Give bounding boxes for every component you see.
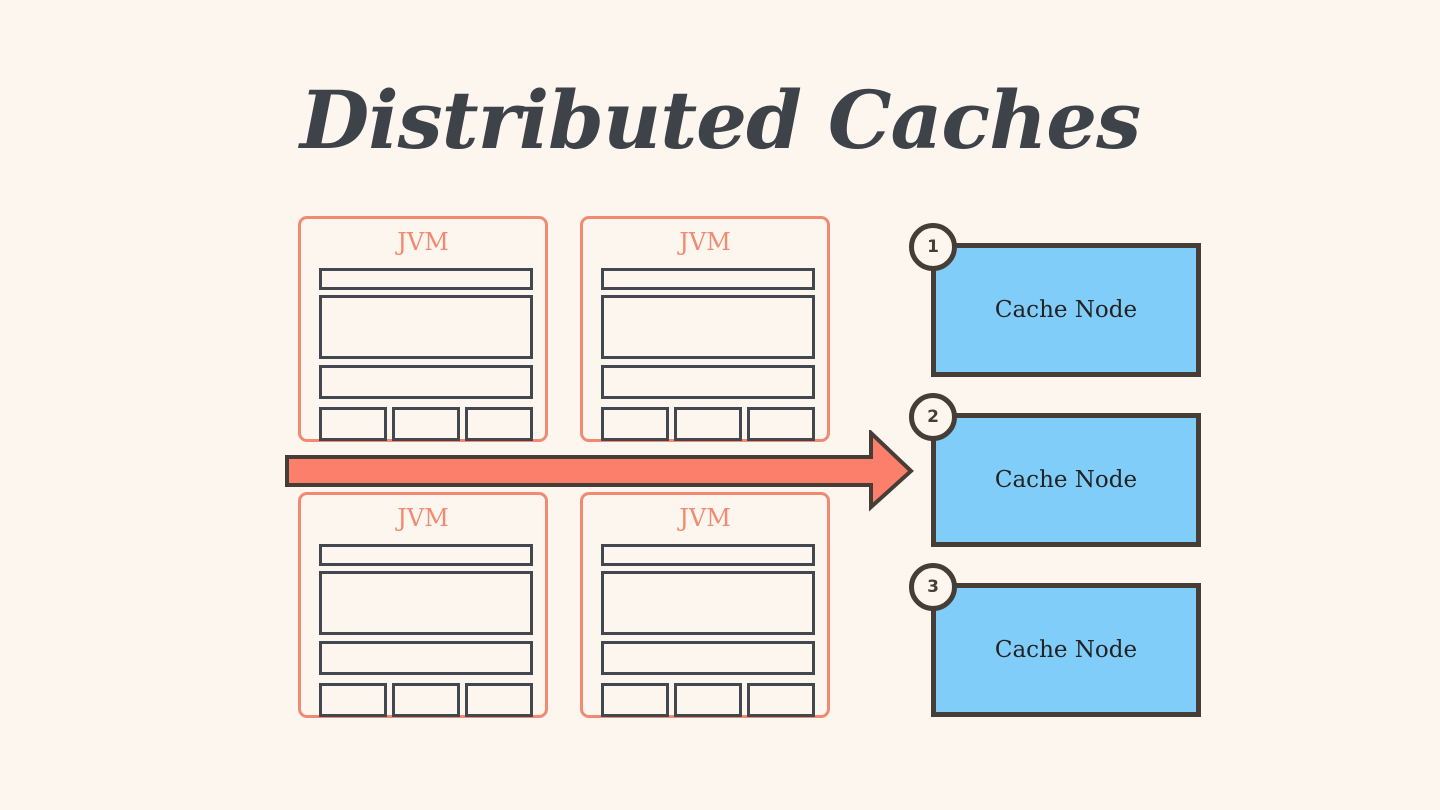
jvm-bar-header bbox=[319, 544, 533, 566]
cache-node-label: Cache Node bbox=[994, 297, 1138, 323]
jvm-bar-main bbox=[601, 571, 815, 635]
jvm-bar-footer bbox=[601, 365, 815, 399]
cache-node-label: Cache Node bbox=[994, 467, 1138, 493]
jvm-cell-1 bbox=[601, 407, 669, 441]
cache-node-1: Cache Node bbox=[931, 243, 1201, 377]
jvm-label: JVM bbox=[397, 228, 449, 256]
jvm-cell-2 bbox=[674, 683, 742, 717]
jvm-bar-footer bbox=[319, 365, 533, 399]
jvm-label: JVM bbox=[679, 504, 731, 532]
cache-node-3: Cache Node bbox=[931, 583, 1201, 717]
jvm-bar-footer bbox=[319, 641, 533, 675]
jvm-box-2: JVM bbox=[580, 216, 830, 442]
jvm-label: JVM bbox=[397, 504, 449, 532]
jvm-cell-1 bbox=[319, 407, 387, 441]
jvm-cell-3 bbox=[747, 683, 815, 717]
jvm-box-3: JVM bbox=[298, 492, 548, 718]
cache-node-2: Cache Node bbox=[931, 413, 1201, 547]
cache-node-number-badge: 1 bbox=[909, 223, 957, 271]
jvm-bar-footer bbox=[601, 641, 815, 675]
jvm-bar-main bbox=[319, 571, 533, 635]
arrow-right-icon bbox=[285, 430, 914, 512]
jvm-cell-2 bbox=[392, 683, 460, 717]
jvm-label: JVM bbox=[679, 228, 731, 256]
jvm-cell-3 bbox=[465, 407, 533, 441]
jvm-cell-3 bbox=[465, 683, 533, 717]
page-title: Distributed Caches bbox=[299, 73, 1141, 167]
jvm-box-4: JVM bbox=[580, 492, 830, 718]
jvm-bar-header bbox=[601, 544, 815, 566]
jvm-box-1: JVM bbox=[298, 216, 548, 442]
arrow-shape bbox=[285, 430, 914, 512]
jvm-bar-header bbox=[601, 268, 815, 290]
jvm-bar-main bbox=[319, 295, 533, 359]
cache-node-label: Cache Node bbox=[994, 637, 1138, 663]
cache-node-number-badge: 2 bbox=[909, 393, 957, 441]
jvm-bar-main bbox=[601, 295, 815, 359]
jvm-bar-header bbox=[319, 268, 533, 290]
cache-node-number-badge: 3 bbox=[909, 563, 957, 611]
jvm-cell-2 bbox=[392, 407, 460, 441]
jvm-cell-3 bbox=[747, 407, 815, 441]
jvm-cell-2 bbox=[674, 407, 742, 441]
jvm-cell-1 bbox=[319, 683, 387, 717]
jvm-cell-1 bbox=[601, 683, 669, 717]
